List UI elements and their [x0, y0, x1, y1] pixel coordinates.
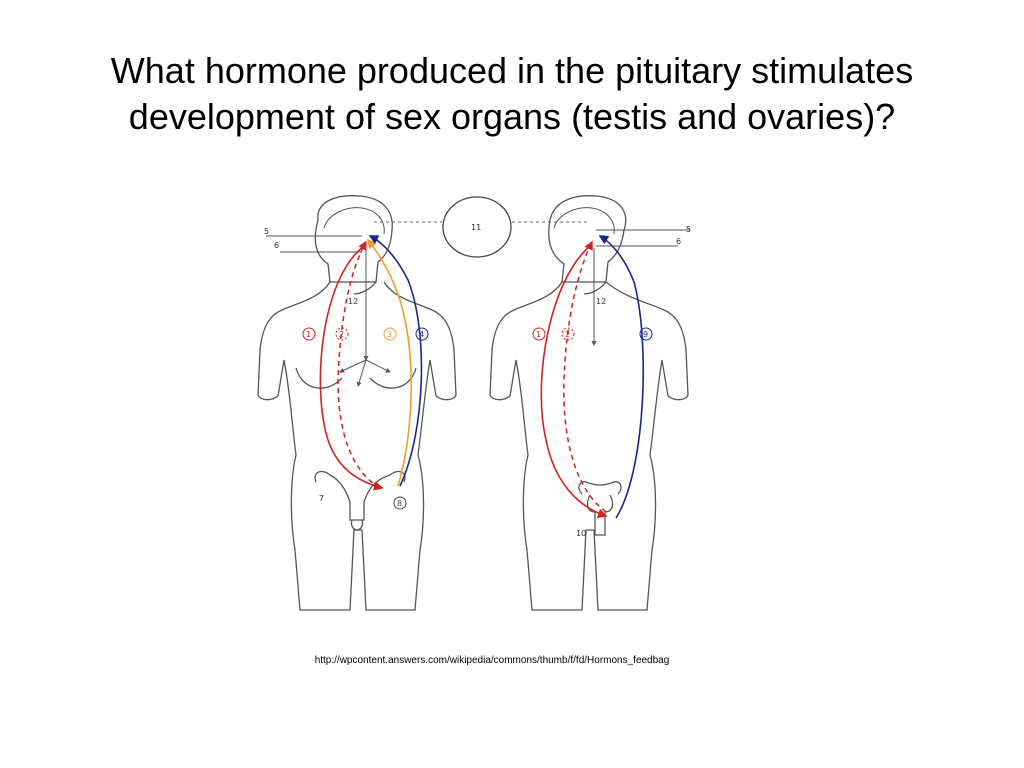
male-red-path: [540, 245, 608, 519]
label-2-left: 2: [339, 330, 344, 339]
female-head-outline: [314, 195, 393, 283]
hormone-feedback-diagram: 11 5 6 12 1 2 3 4 8 7 5 6 12 1 2 9 10: [257, 195, 691, 611]
male-head-outline: [548, 195, 627, 283]
label-9: 9: [643, 330, 648, 339]
female-blue-path: [368, 235, 423, 487]
label-6-left: 6: [274, 241, 279, 250]
male-blue-path: [598, 235, 645, 519]
label-1-left: 1: [306, 330, 311, 339]
male-body-outline: [489, 281, 689, 611]
label-11: 11: [471, 223, 481, 232]
female-red-dashed-path: [337, 240, 381, 489]
testis-icon: [578, 481, 622, 536]
female-orange-path: [367, 238, 412, 487]
label-2-right: 2: [565, 330, 570, 339]
label-12-right: 12: [596, 297, 606, 306]
label-12-left: 12: [348, 297, 358, 306]
label-7: 7: [319, 494, 324, 503]
title-line-2: development of sex organs (testis and ov…: [128, 96, 896, 137]
female-red-path: [319, 245, 384, 491]
label-5-left: 5: [264, 227, 269, 236]
source-caption: http://wpcontent.answers.com/wikipedia/c…: [314, 655, 670, 666]
label-4: 4: [419, 330, 424, 339]
label-10: 10: [576, 529, 586, 538]
label-8: 8: [397, 499, 402, 508]
label-1-right: 1: [536, 330, 541, 339]
label-6-right: 6: [676, 237, 681, 246]
label-5-right: 5: [686, 225, 691, 234]
female-figure: [257, 195, 457, 611]
title-line-1: What hormone produced in the pituitary s…: [110, 50, 914, 91]
female-body-outline: [257, 281, 457, 611]
slide-title: What hormone produced in the pituitary s…: [0, 48, 1024, 140]
label-3: 3: [387, 330, 392, 339]
male-figure: [489, 195, 689, 611]
circle-11: [442, 196, 512, 258]
